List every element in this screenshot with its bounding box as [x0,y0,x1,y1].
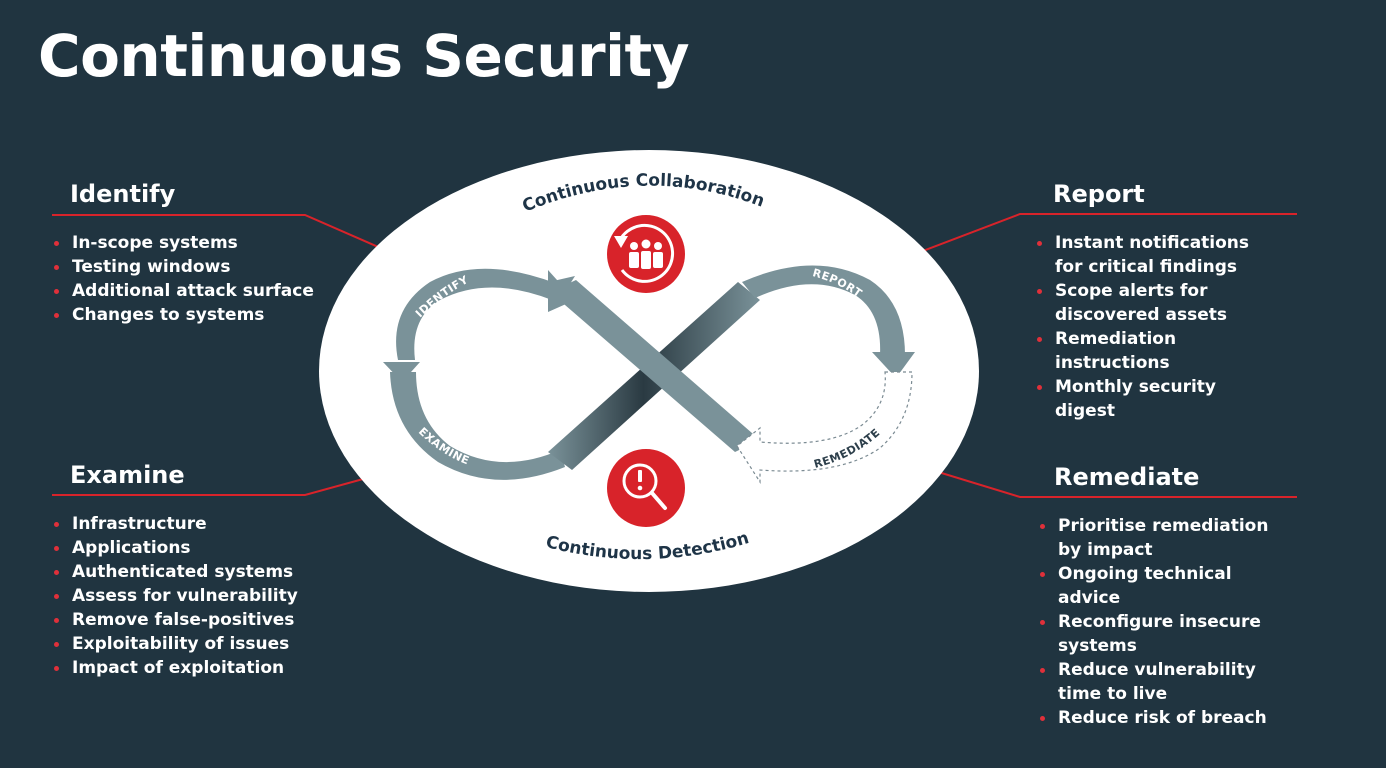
identify-list: In-scope systems Testing windows Additio… [52,231,352,327]
report-panel: Report Instant notifications for critica… [1035,180,1335,423]
report-connector [885,213,1297,266]
list-item: Infrastructure [52,512,352,536]
magnifier-alert-icon [607,449,685,527]
list-item: Remediation instructions [1035,327,1275,375]
identify-arrow [396,268,555,360]
examine-list: Infrastructure Applications Authenticate… [52,512,352,680]
report-list: Instant notifications for critical findi… [1035,231,1275,423]
report-heading: Report [1053,180,1145,208]
list-item: Testing windows [52,255,352,279]
examine-arrow [390,372,565,480]
remediate-heading: Remediate [1054,463,1200,491]
list-item: Reconfigure insecure systems [1038,610,1288,658]
list-item: Exploitability of issues [52,632,352,656]
team-cycle-icon [607,215,685,293]
examine-arrowhead-left [383,362,420,382]
page-title: Continuous Security [38,22,690,90]
list-item: Impact of exploitation [52,656,352,680]
list-item: Authenticated systems [52,560,352,584]
examine-heading: Examine [70,461,185,489]
remediate-arrow-outline [736,371,913,485]
identify-heading: Identify [70,180,176,208]
list-item: Prioritise remediation by impact [1038,514,1288,562]
report-arrowhead [872,352,915,378]
list-item: Ongoing technical advice [1038,562,1288,610]
report-arrow [742,265,905,355]
list-item: Remove false-positives [52,608,352,632]
remediate-panel: Remediate Prioritise remediation by impa… [1038,463,1338,730]
list-item: Assess for vulnerability [52,584,352,608]
examine-panel: Examine Infrastructure Applications Auth… [52,461,352,680]
remediate-list: Prioritise remediation by impact Ongoing… [1038,514,1288,730]
list-item: Applications [52,536,352,560]
crossover-arrowhead [540,276,575,306]
list-item: Additional attack surface [52,279,352,303]
identify-panel: Identify In-scope systems Testing window… [52,180,352,327]
list-item: Reduce vulnerability time to live [1038,658,1288,706]
crossover-band-down [550,280,760,452]
list-item: Monthly security digest [1035,375,1275,423]
list-item: In-scope systems [52,231,352,255]
list-item: Scope alerts for discovered assets [1035,279,1275,327]
infinity-loop [383,265,915,485]
list-item: Changes to systems [52,303,352,327]
list-item: Reduce risk of breach [1038,706,1288,730]
list-item: Instant notifications for critical findi… [1035,231,1275,279]
